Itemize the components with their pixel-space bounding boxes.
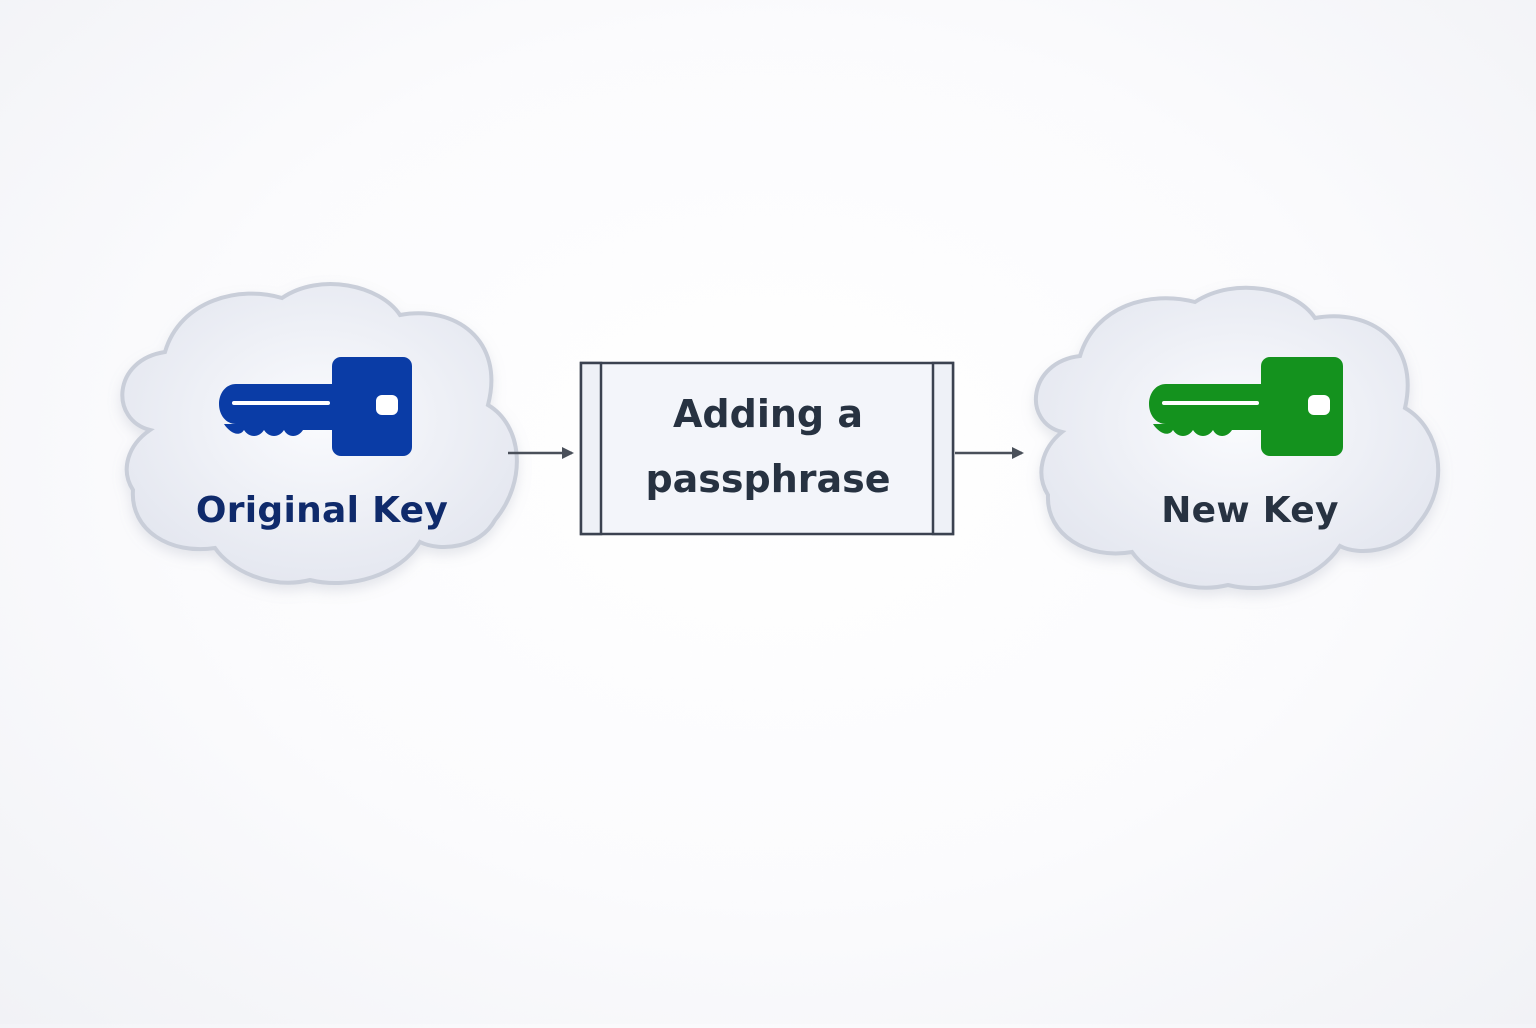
cloud-shape-new (1034, 285, 1441, 590)
process-label-line-2: passphrase (645, 457, 891, 501)
original-key-label: Original Key (195, 490, 449, 531)
key-icon (219, 357, 412, 456)
cloud-original-key (120, 282, 519, 585)
process-box (579, 361, 955, 536)
cloud-new-key (1034, 285, 1441, 590)
process-label-line-1: Adding a (673, 392, 863, 436)
cloud-shape-original (120, 282, 519, 585)
key-icon (1149, 357, 1343, 456)
new-key-label: New Key (1161, 490, 1339, 531)
